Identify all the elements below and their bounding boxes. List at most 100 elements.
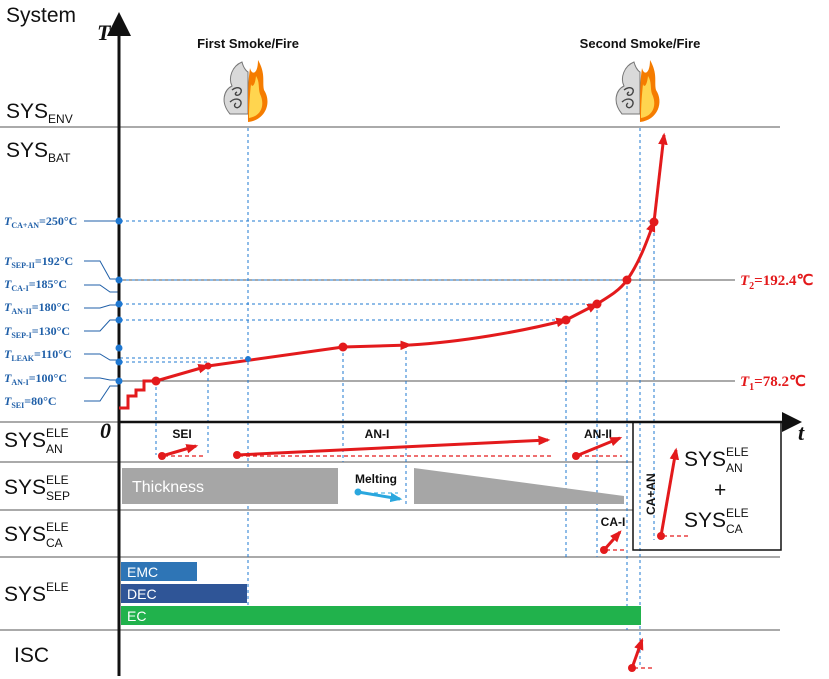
curve-seg-4	[409, 317, 569, 347]
curve-seg-7	[625, 219, 656, 281]
second-fire-icon	[615, 60, 660, 122]
arrow-isc-start	[628, 664, 636, 672]
an-sub: AN	[46, 442, 63, 456]
curve-points	[151, 217, 659, 386]
box-ca-sub: CA	[726, 522, 743, 536]
temp-value: =185°C	[29, 277, 67, 291]
an-main: SYS	[4, 429, 46, 452]
temp-value: =180°C	[32, 300, 70, 314]
temp-sub: CA-I	[11, 284, 28, 293]
temp-t: T	[4, 371, 12, 385]
arrow-an-ii-start	[572, 452, 580, 460]
temp-t: T	[4, 254, 12, 268]
temp-label-ca-i: TCA-I=185°C	[4, 277, 67, 293]
temp-value: =110°C	[34, 347, 72, 361]
t1-label: T1=78.2℃	[740, 374, 806, 393]
curve-point-1	[151, 376, 161, 386]
stage-label-ca-an: CA+AN	[644, 473, 658, 515]
axis-dot-sep-ii	[115, 276, 123, 284]
separator-thickness-bar	[122, 468, 338, 504]
vertical-guides	[155, 128, 655, 668]
curve-seg-3	[342, 340, 413, 351]
combined-reaction-box	[632, 421, 782, 551]
row-label-sep: SYS ELE SEP	[4, 473, 70, 503]
stage-label-melting: Melting	[355, 472, 397, 486]
row-label-ele: SYS ELE	[4, 580, 69, 606]
temp-value: =100°C	[29, 371, 67, 385]
row-label-bat: SYSBAT	[6, 139, 71, 165]
curve-point-6	[622, 275, 632, 285]
t2-value: =192.4℃	[754, 273, 813, 289]
dec-bar	[121, 584, 247, 603]
leader-leak	[84, 353, 120, 361]
axis-dot-sep-i	[115, 316, 123, 324]
curve-point-3	[338, 342, 348, 352]
ca-sup: ELE	[46, 520, 69, 534]
arrow-sei-start	[158, 452, 166, 460]
first-fire-point	[245, 356, 251, 362]
ec-bar	[121, 606, 641, 625]
temp-value: =80°C	[24, 394, 56, 408]
axis-dot-ca-an	[115, 217, 123, 225]
stage-label-an-i: AN-I	[365, 427, 390, 441]
temp-value: =130°C	[32, 324, 70, 338]
box-an-sub: AN	[726, 461, 743, 475]
separator-thickness-wedge	[414, 468, 624, 504]
box-label-an: SYS ELE AN	[684, 445, 749, 475]
stage-label-ca-i: CA-I	[601, 515, 626, 529]
temp-t: T	[4, 277, 12, 291]
emc-bar	[121, 562, 197, 581]
leader-sep-i	[84, 319, 120, 332]
t1-t: T	[740, 374, 750, 390]
axis-dots	[115, 217, 123, 385]
first-fire-label: First Smoke/Fire	[197, 36, 299, 51]
origin-label: 0	[100, 418, 111, 443]
temperature-labels: TCA+AN=250°C TSEP-II=192°C TCA-I=185°C T…	[4, 214, 77, 410]
temp-value: =250°C	[39, 214, 77, 228]
temp-t: T	[4, 300, 12, 314]
temp-label-ca-an: TCA+AN=250°C	[4, 214, 77, 230]
arrow-ca-i	[602, 530, 622, 551]
curve-seg-5	[565, 302, 600, 322]
env-sub: ENV	[48, 112, 73, 126]
ele-main: SYS	[4, 583, 46, 606]
leader-an-ii	[84, 304, 120, 309]
anode-reaction-arrows	[158, 435, 623, 460]
t1-sub: 1	[749, 382, 754, 393]
ele-sup: ELE	[46, 580, 69, 594]
row-label-isc: ISC	[14, 644, 49, 667]
temp-t: T	[4, 324, 12, 338]
env-main: SYS	[6, 100, 48, 123]
sep-main: SYS	[4, 476, 46, 499]
first-fire-icon	[223, 60, 268, 122]
dec-label: DEC	[127, 586, 157, 602]
box-an-main: SYS	[684, 448, 726, 471]
curve-seg-2	[207, 345, 344, 368]
temp-sub: AN-II	[11, 307, 31, 316]
box-ca-main: SYS	[684, 509, 726, 532]
curve-point-2	[204, 362, 212, 370]
ca-main: SYS	[4, 523, 46, 546]
temp-t: T	[4, 347, 12, 361]
leader-sep-ii	[84, 260, 120, 280]
temp-label-an-ii: TAN-II=180°C	[4, 300, 70, 316]
arrow-an-i-start	[233, 451, 241, 459]
curve-point-5	[592, 299, 602, 309]
t2-label: T2=192.4℃	[740, 273, 813, 292]
curve-seg-6	[596, 279, 629, 306]
temp-sub: CA+AN	[11, 221, 39, 230]
temperature-curve	[119, 132, 668, 410]
ec-label: EC	[127, 608, 146, 624]
temp-sub: SEP-II	[11, 261, 35, 270]
temp-label-an-i: TAN-I=100°C	[4, 371, 67, 387]
arrow-ca-i-start	[600, 546, 608, 554]
t2-t: T	[740, 273, 750, 289]
curve-steps	[119, 379, 156, 410]
curve-point-7	[649, 217, 659, 227]
ca-sub: CA	[46, 536, 63, 550]
melting-arrow	[357, 490, 403, 503]
melting-arrow-start	[354, 488, 362, 496]
temp-sub: SEP-I	[11, 331, 31, 340]
temp-sub: SEI	[11, 401, 24, 410]
